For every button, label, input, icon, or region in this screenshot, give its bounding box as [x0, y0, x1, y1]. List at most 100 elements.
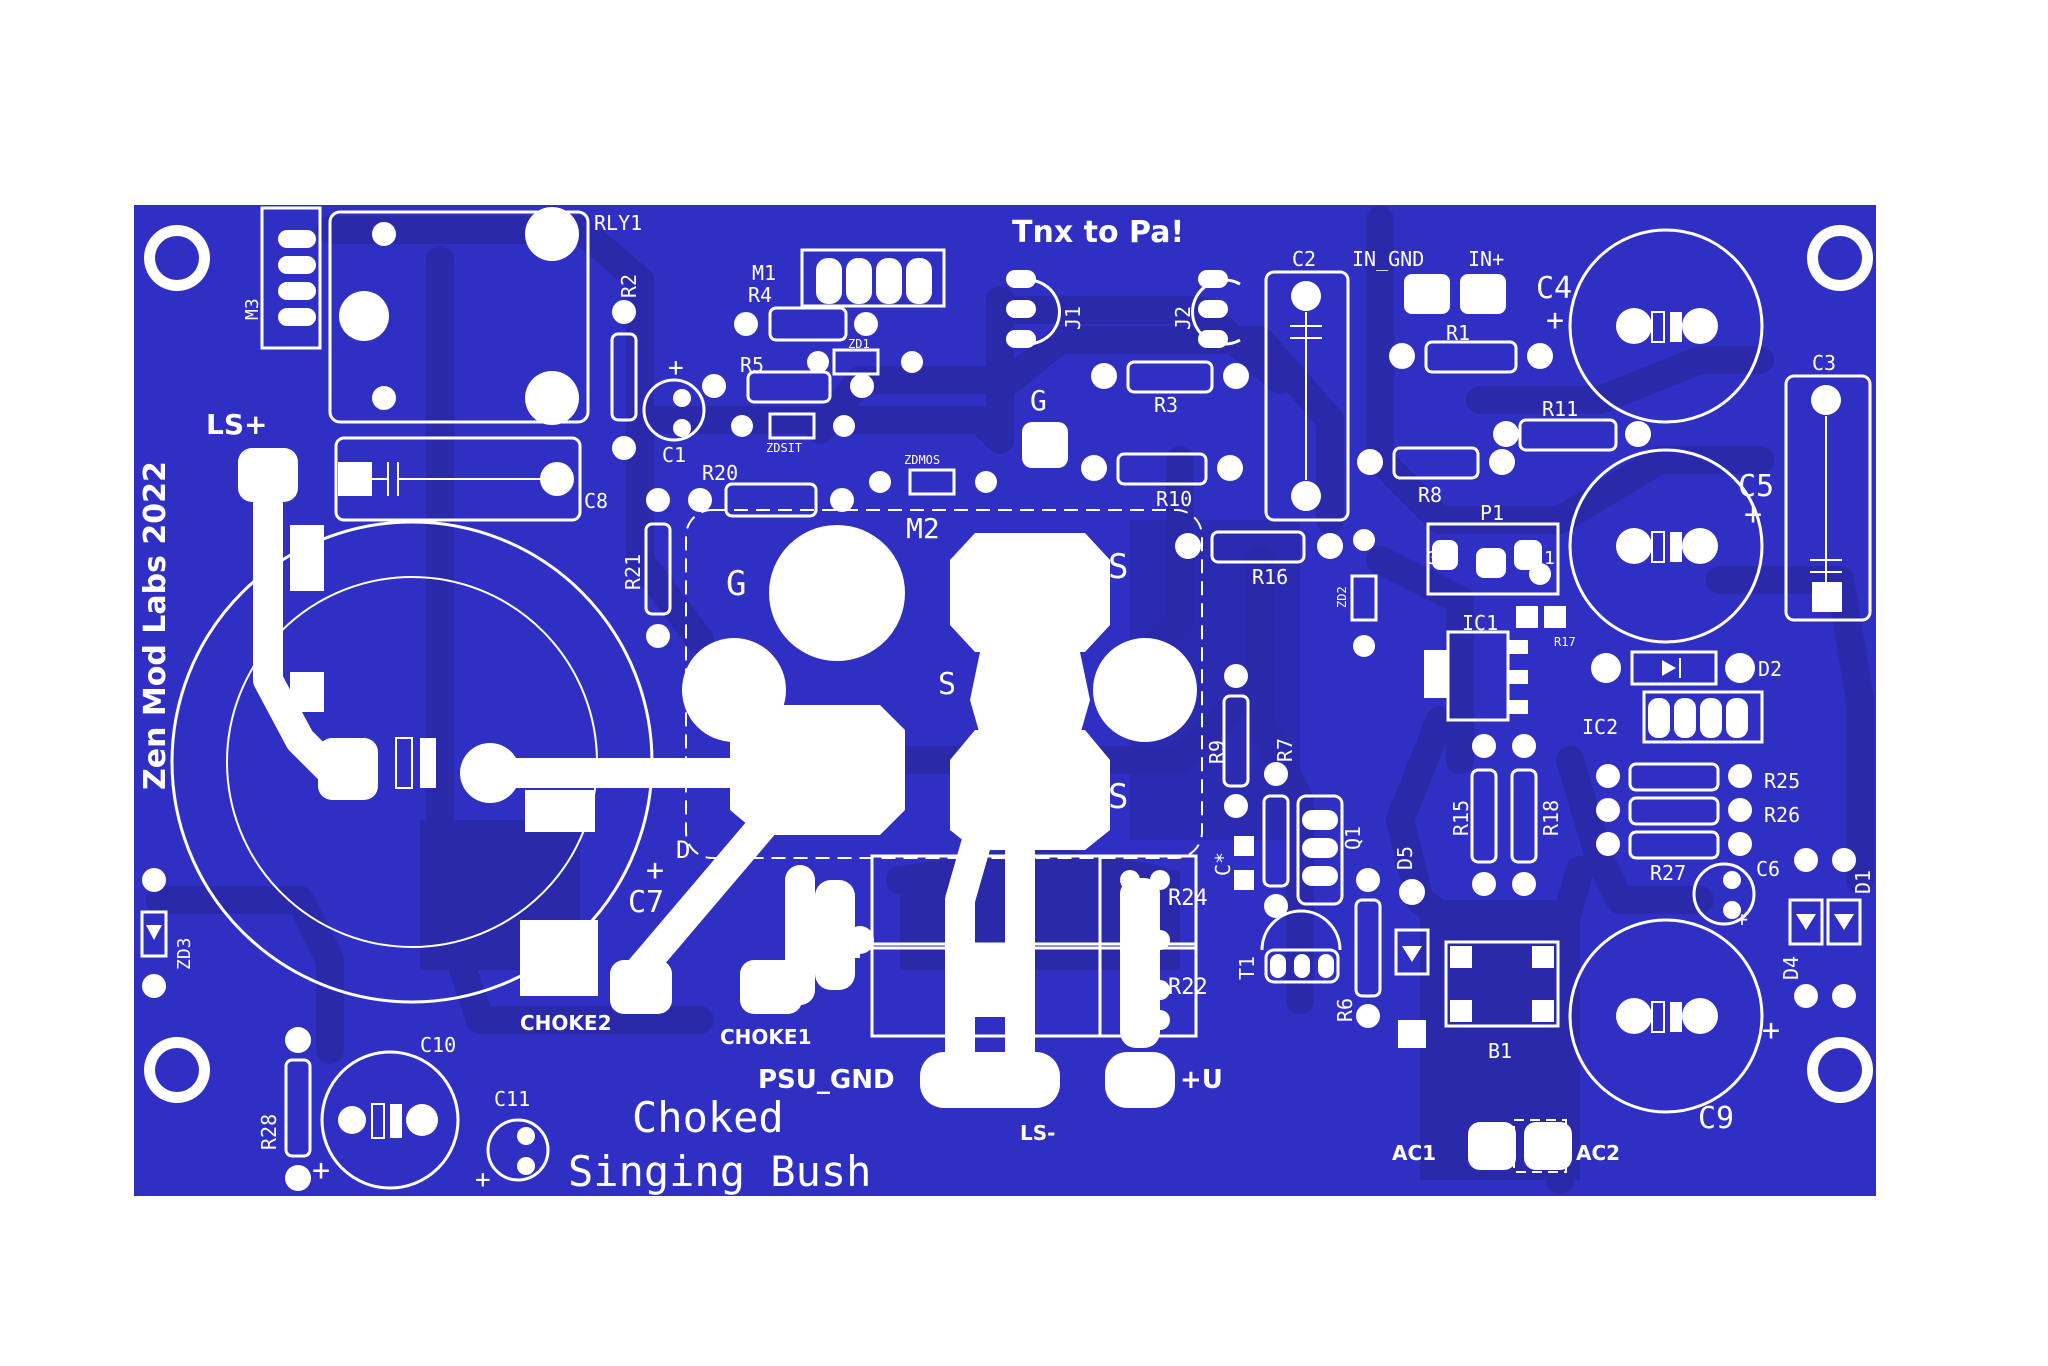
r17-pad [1516, 606, 1538, 628]
label-p1-pin3: 3 [1428, 548, 1439, 569]
parts-center-right [1222, 664, 1430, 1048]
label-r15: R15 [1449, 800, 1473, 836]
label-r11: R11 [1542, 397, 1578, 421]
diode-d2 [1591, 650, 1755, 686]
label-psu-gnd: PSU_GND [758, 1065, 895, 1095]
c11-plus: + [475, 1165, 491, 1195]
label-ls-plus: LS+ [206, 408, 267, 441]
label-m3: M3 [242, 298, 263, 320]
label-zdmos: ZDMOS [904, 453, 940, 467]
pad-ac1 [1468, 1122, 1516, 1170]
label-c1: C1 [662, 443, 686, 467]
c4-plus: + [1546, 303, 1564, 338]
label-c9: C9 [1698, 1101, 1734, 1136]
label-r28: R28 [257, 1114, 281, 1150]
c10-plus: + [312, 1153, 330, 1188]
label-choke2: CHOKE2 [520, 1011, 612, 1035]
mounting-holes [144, 225, 1873, 1103]
c5-plus: + [1744, 497, 1762, 532]
label-c8: C8 [584, 489, 608, 513]
cap-c10 [320, 1050, 460, 1190]
label-r6: R6 [1333, 998, 1357, 1022]
m3-header [260, 206, 322, 350]
label-c6: C6 [1756, 857, 1780, 881]
label-r24: R24 [1168, 886, 1208, 911]
c6-plus: + [1736, 907, 1748, 931]
label-zd2: ZD2 [1335, 586, 1349, 608]
label-zd3: ZD3 [174, 937, 195, 970]
cap-c11 [486, 1118, 550, 1182]
r17-pad [1544, 606, 1566, 628]
pad-in-plus [1460, 274, 1506, 314]
label-r20: R20 [702, 461, 738, 485]
label-c11: C11 [494, 1087, 530, 1111]
m1-header [800, 248, 946, 308]
mount-hole-inner [1818, 236, 1862, 280]
board-title-line2: Singing Bush [568, 1147, 871, 1196]
label-r1: R1 [1446, 321, 1470, 345]
label-r8: R8 [1418, 483, 1442, 507]
label-c-star: C* [1211, 852, 1235, 876]
resistor-r28 [284, 1027, 312, 1191]
label-r7: R7 [1273, 738, 1297, 762]
label-p1-pin1: 1 [1544, 548, 1555, 569]
m2-pin-g: G [726, 564, 746, 604]
pad-in-gnd [1404, 274, 1450, 314]
c1-plus: + [668, 353, 684, 383]
zener-zd3 [140, 868, 168, 998]
cap-c5 [1568, 448, 1764, 644]
label-d4: D4 [1779, 956, 1803, 980]
mosfet-m2 [682, 509, 1203, 859]
mount-hole-inner [155, 1048, 199, 1092]
label-r4: R4 [748, 283, 772, 307]
label-r9: R9 [1205, 740, 1229, 764]
label-p1: P1 [1480, 501, 1504, 525]
via-grids [290, 525, 1028, 1017]
label-r26: R26 [1764, 803, 1800, 827]
ic2-header [1642, 690, 1764, 744]
label-r27: R27 [1650, 861, 1686, 885]
label-zdsit: ZDSIT [766, 441, 802, 455]
m2-pin-s2: S [938, 667, 956, 702]
jumper-j2 [1191, 270, 1241, 348]
label-c2: C2 [1292, 247, 1316, 271]
resistors-right-top [1357, 340, 1651, 480]
test-point-g [1022, 422, 1068, 468]
board-thanks: Tnx to Pa! [1012, 215, 1184, 250]
label-r2: R2 [617, 274, 641, 298]
label-plus-u: +U [1180, 1065, 1223, 1095]
relay-rly1 [328, 207, 590, 425]
diodes-d1-d4 [1788, 848, 1862, 1008]
cap-c4 [1568, 228, 1764, 424]
label-choke1: CHOKE1 [720, 1025, 812, 1049]
label-c10: C10 [420, 1033, 456, 1057]
c9-plus: + [1762, 1013, 1780, 1048]
bridge-b1 [1444, 940, 1560, 1028]
cap-c3 [1784, 374, 1872, 622]
board-signature: Zen Mod Labs 2022 [138, 461, 173, 790]
label-r18: R18 [1539, 800, 1563, 836]
board-title-line1: Choked [632, 1093, 784, 1142]
mount-hole-inner [155, 236, 199, 280]
cap-c2 [1264, 270, 1350, 522]
mount-hole-inner [1818, 1048, 1862, 1092]
chokes [786, 854, 1198, 1038]
label-q1: Q1 [1341, 826, 1365, 850]
label-in-gnd: IN_GND [1352, 247, 1424, 271]
pad-ac2 [1524, 1122, 1572, 1170]
label-t1: T1 [1235, 956, 1259, 980]
label-r5: R5 [740, 353, 764, 377]
label-c7: C7 [628, 885, 664, 920]
label-r25: R25 [1764, 769, 1800, 793]
label-ic2: IC2 [1582, 715, 1618, 739]
label-g-test: G [1030, 384, 1047, 417]
label-d2: D2 [1758, 657, 1782, 681]
c7-plus: + [646, 853, 664, 888]
cap-c6 [1692, 862, 1756, 926]
label-ic1: IC1 [1462, 611, 1498, 635]
small-parts-upper-left [610, 300, 997, 648]
label-ls-minus: LS- [1020, 1121, 1055, 1145]
trimmer-p1 [1426, 522, 1560, 596]
resistors-r15-r18 [1470, 734, 1538, 896]
